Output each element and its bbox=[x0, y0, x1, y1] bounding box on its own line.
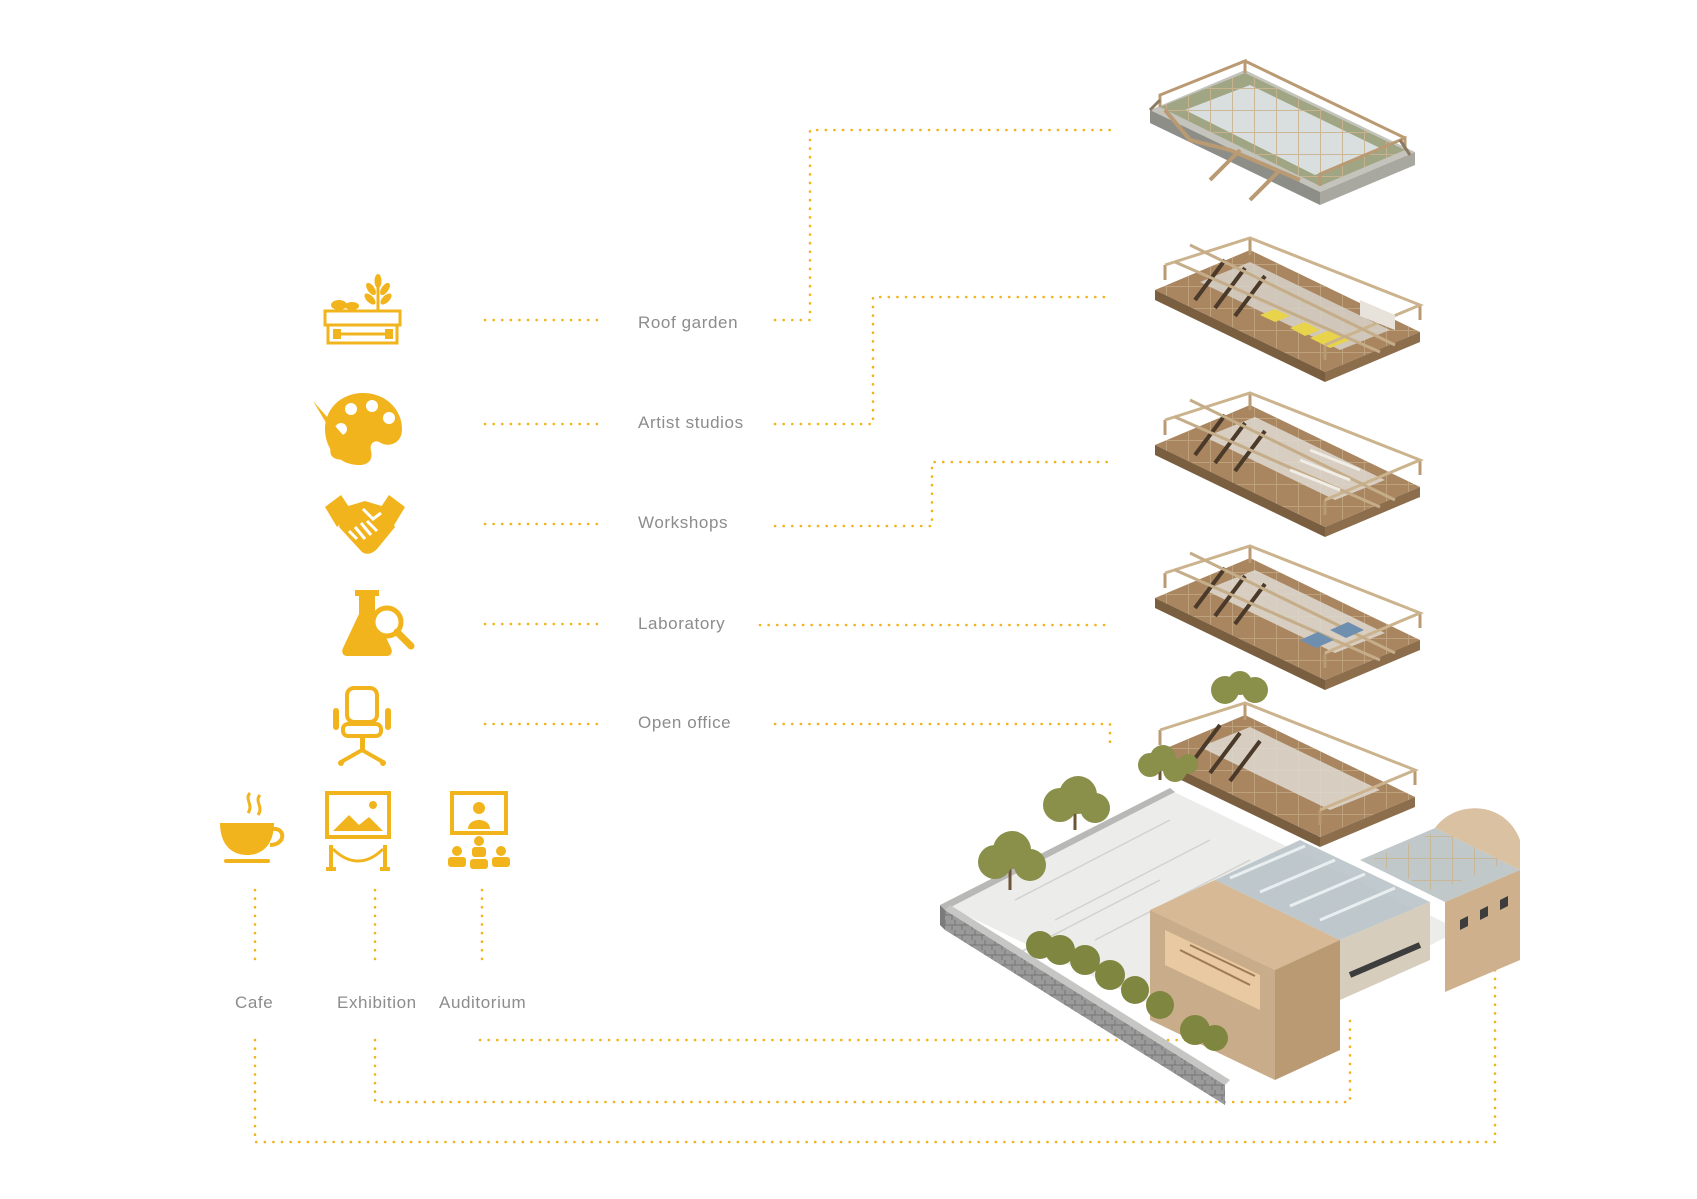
framed-picture-icon bbox=[325, 791, 391, 871]
presenter-audience-icon bbox=[448, 791, 510, 869]
connector-open-office-level bbox=[773, 722, 1112, 750]
label-workshops: Workshops bbox=[638, 513, 729, 532]
handshake-icon bbox=[325, 495, 405, 554]
label-auditorium: Auditorium bbox=[439, 993, 527, 1012]
connector-workshops-level bbox=[773, 460, 1112, 528]
workshops-level bbox=[1155, 391, 1424, 537]
connector-roof-garden-level bbox=[773, 128, 1112, 322]
artist-studios-level bbox=[1155, 236, 1424, 382]
laboratory-level bbox=[1155, 544, 1424, 690]
roof-garden-planter-icon bbox=[323, 274, 402, 345]
label-cafe: Cafe bbox=[235, 993, 274, 1012]
connector-exhibition-level bbox=[373, 1018, 1352, 1104]
open-office-level bbox=[1150, 671, 1419, 847]
building-axonometric bbox=[940, 58, 1520, 1105]
ground-level bbox=[940, 745, 1520, 1105]
connector-cafe-level bbox=[253, 928, 1497, 1144]
label-exhibition: Exhibition bbox=[337, 993, 417, 1012]
office-chair-icon bbox=[333, 686, 391, 766]
connector-artist-studios-level bbox=[773, 295, 1112, 426]
label-open-office: Open office bbox=[638, 713, 732, 732]
connector-lines bbox=[253, 128, 1497, 1144]
courtyard-trees bbox=[978, 745, 1228, 1051]
palette-brush-icon bbox=[313, 393, 402, 465]
flask-magnifier-icon bbox=[342, 590, 415, 656]
roof-garden-level bbox=[1148, 58, 1415, 205]
label-roof-garden: Roof garden bbox=[638, 313, 739, 332]
label-artist-studios: Artist studios bbox=[638, 413, 744, 432]
label-laboratory: Laboratory bbox=[638, 614, 726, 633]
rooftop-trees bbox=[1163, 671, 1268, 782]
coffee-cup-icon bbox=[220, 791, 285, 863]
